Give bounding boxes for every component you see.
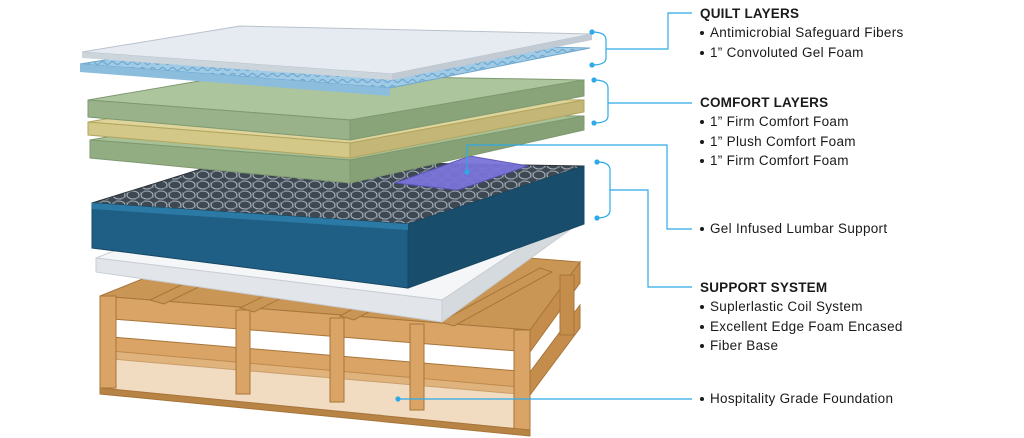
comfort-item: 1” Plush Comfort Foam (700, 132, 856, 152)
leader-lines (398, 12, 692, 400)
comfort-item: 1” Firm Comfort Foam (700, 151, 856, 171)
gel-lumbar-pad (394, 155, 529, 191)
comfort-layers (87, 73, 585, 184)
comfort-layers-label: COMFORT LAYERS 1” Firm Comfort Foam 1” P… (700, 94, 856, 171)
support-item: Fiber Base (700, 336, 903, 356)
foundation-label: Hospitality Grade Foundation (700, 389, 893, 409)
quilt-item: 1” Convoluted Gel Foam (700, 43, 904, 63)
leader-dots (395, 29, 600, 402)
comfort-layers-heading: COMFORT LAYERS (700, 95, 829, 110)
support-item: Excellent Edge Foam Encased (700, 317, 903, 337)
lumbar-item: Gel Infused Lumbar Support (700, 219, 887, 239)
comfort-item: 1” Firm Comfort Foam (700, 112, 856, 132)
foundation-item: Hospitality Grade Foundation (700, 389, 893, 409)
lumbar-support-label: Gel Infused Lumbar Support (700, 219, 887, 239)
quilt-layers-label: QUILT LAYERS Antimicrobial Safeguard Fib… (700, 5, 904, 62)
support-system-label: SUPPORT SYSTEM Suplerlastic Coil System … (700, 279, 903, 356)
quilt-item: Antimicrobial Safeguard Fibers (700, 23, 904, 43)
support-system-heading: SUPPORT SYSTEM (700, 280, 828, 295)
quilt-layers-heading: QUILT LAYERS (700, 6, 800, 21)
support-item: Suplerlastic Coil System (700, 297, 903, 317)
quilt-layers (79, 25, 593, 96)
